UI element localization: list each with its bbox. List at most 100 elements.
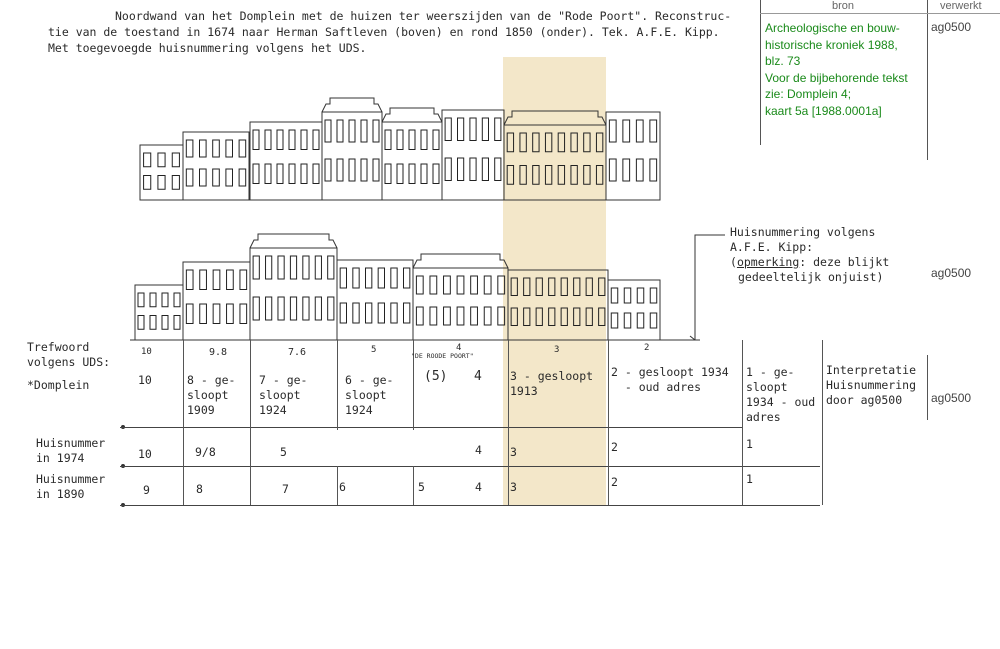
window: [408, 129, 416, 150]
window: [610, 287, 619, 304]
uds-cell: (5): [424, 369, 448, 384]
window: [390, 267, 398, 289]
window: [336, 119, 344, 143]
window: [519, 132, 527, 153]
window: [185, 269, 194, 290]
window: [444, 157, 452, 181]
source-line: zie: Domplein 4;: [765, 87, 852, 101]
window: [649, 119, 658, 143]
facade: [412, 267, 509, 341]
uds-cell: 2 - gesloopt 1934 - oud adres: [611, 365, 729, 394]
window: [560, 307, 568, 326]
cell-1890: 5: [418, 480, 425, 494]
arrow-head: [689, 335, 696, 341]
window: [314, 255, 322, 280]
window: [226, 269, 234, 290]
cell-1974: 9/8: [195, 445, 216, 459]
panel-divider: [760, 0, 761, 145]
gable: [381, 107, 443, 123]
uds-cell: 4: [474, 369, 482, 384]
window: [372, 119, 380, 143]
window: [212, 139, 220, 158]
window: [506, 132, 515, 153]
window: [396, 129, 404, 150]
label-line: Trefwoord: [27, 340, 90, 354]
window: [506, 165, 515, 185]
window: [348, 119, 356, 143]
window: [365, 302, 373, 324]
cell-1974: 2: [611, 440, 618, 454]
window: [157, 175, 166, 190]
window: [360, 158, 368, 182]
uds-cell: 6 - ge- sloopt 1924: [345, 373, 394, 417]
window: [408, 163, 416, 184]
panel-divider: [927, 0, 928, 160]
window: [532, 165, 540, 185]
verwerkt-value: ag0500: [931, 20, 972, 34]
window: [573, 307, 581, 326]
row-divider: [120, 427, 742, 428]
window: [622, 158, 631, 182]
window: [372, 158, 380, 182]
cell-1890: 6: [339, 480, 346, 494]
window: [360, 119, 368, 143]
window: [324, 119, 332, 143]
window: [137, 315, 145, 330]
window: [288, 163, 296, 184]
window: [573, 277, 581, 296]
window: [456, 306, 465, 326]
window: [557, 132, 566, 153]
window: [252, 296, 260, 321]
window: [143, 152, 152, 168]
window: [396, 163, 404, 184]
window: [494, 157, 502, 181]
window: [377, 267, 385, 289]
window: [483, 306, 492, 326]
window: [443, 275, 451, 295]
label-line: Huisnummer: [36, 472, 106, 486]
window: [483, 275, 492, 295]
roode-poort-label: "DE ROODE POORT": [411, 352, 474, 360]
annotation-line: (opmerking: deze blijkt: [730, 255, 889, 270]
window: [583, 165, 591, 185]
caption-line-3: Met toegevoegde huisnummering volgens he…: [48, 41, 367, 55]
window: [420, 129, 428, 150]
window: [595, 165, 604, 185]
gable: [503, 110, 607, 126]
window: [336, 158, 344, 182]
facade: [249, 121, 323, 201]
window: [226, 303, 234, 324]
window: [585, 277, 593, 296]
source-line: kaart 5a [1988.0001a]: [765, 103, 882, 118]
window: [199, 139, 207, 158]
window: [443, 306, 451, 326]
window: [185, 303, 194, 324]
window: [583, 132, 591, 153]
window: [457, 117, 465, 141]
window: [161, 315, 169, 330]
window: [532, 132, 540, 153]
paren: (: [730, 255, 737, 269]
window: [327, 255, 335, 280]
window: [161, 292, 169, 308]
window: [635, 119, 644, 143]
cell-1974: 5: [280, 445, 287, 459]
caption-line-1: Noordwand van het Domplein met de huizen…: [115, 9, 732, 23]
facade: [507, 269, 609, 341]
source-text: Archeologische en bouw- historische kron…: [765, 20, 908, 119]
window: [510, 277, 518, 296]
window: [185, 139, 194, 158]
source-line: Voor de bijbehorende tekst: [765, 70, 908, 85]
label-line: volgens UDS:: [27, 355, 111, 369]
window: [415, 275, 424, 295]
annotation-line: A.F.E. Kipp:: [730, 240, 814, 254]
window: [339, 302, 347, 324]
cell-1890: 3: [510, 480, 517, 494]
window: [403, 302, 411, 324]
window: [199, 269, 207, 290]
window: [649, 312, 658, 329]
window: [523, 307, 531, 326]
window: [276, 163, 284, 184]
gable: [321, 97, 383, 113]
cell-1890: 9: [143, 483, 150, 497]
